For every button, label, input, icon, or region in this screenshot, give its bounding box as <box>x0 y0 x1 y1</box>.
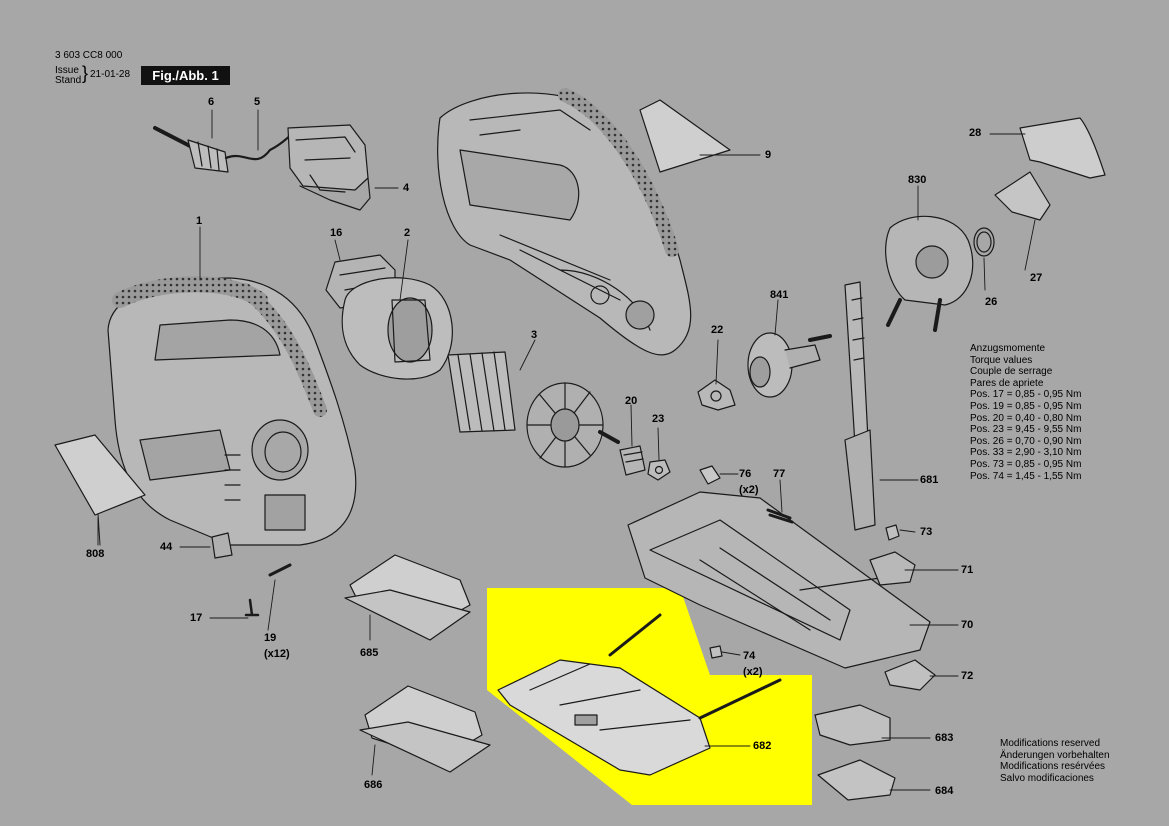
torque-line: Pos. 23 = 9,45 - 9,55 Nm <box>970 424 1082 436</box>
part-cable[interactable] <box>153 126 302 173</box>
figure-label: Fig./Abb. 1 <box>141 66 230 85</box>
part-684[interactable] <box>817 759 896 801</box>
part-number-684[interactable]: 684 <box>935 785 954 797</box>
part-number-76[interactable]: 76 <box>739 468 752 480</box>
modification-line: Salvo modificaciones <box>1000 772 1094 784</box>
part-number-74-qty: (x2) <box>743 666 763 678</box>
stand-label: Stand <box>55 75 82 86</box>
part-77[interactable] <box>766 508 794 524</box>
part-nut[interactable] <box>647 459 671 481</box>
leader-lines <box>97 109 1036 791</box>
part-gear-plate[interactable] <box>885 215 974 332</box>
part-number-686[interactable]: 686 <box>364 779 383 791</box>
part-number-808[interactable]: 808 <box>86 548 105 560</box>
part-number-70[interactable]: 70 <box>961 619 974 631</box>
part-number-76-qty: (x2) <box>739 484 759 496</box>
part-roller-holder[interactable] <box>697 379 736 411</box>
part-base-plate[interactable] <box>627 491 931 669</box>
part-73[interactable] <box>885 524 900 541</box>
part-number-22[interactable]: 22 <box>711 324 724 336</box>
part-71[interactable] <box>869 551 916 586</box>
part-field-coil[interactable] <box>325 254 453 380</box>
part-44[interactable] <box>211 532 233 559</box>
part-housing-shell[interactable] <box>437 88 692 356</box>
torque-line: Torque values <box>970 354 1033 366</box>
torque-line: Pos. 33 = 2,90 - 3,10 Nm <box>970 447 1082 459</box>
part-74[interactable] <box>709 645 723 659</box>
part-armature[interactable] <box>447 351 620 468</box>
part-number-44[interactable]: 44 <box>160 541 173 553</box>
part-number-3[interactable]: 3 <box>531 329 538 341</box>
part-72[interactable] <box>884 659 936 691</box>
part-number-841[interactable]: 841 <box>770 289 789 301</box>
modifications-notice: Modifications reserved Änderungen vorbeh… <box>1000 738 1110 784</box>
part-685[interactable] <box>344 554 471 641</box>
part-number-20[interactable]: 20 <box>625 395 638 407</box>
torque-line: Pos. 26 = 0,70 - 0,90 Nm <box>970 435 1082 447</box>
part-number-28[interactable]: 28 <box>969 127 982 139</box>
torque-line: Pos. 17 = 0,85 - 0,95 Nm <box>970 389 1082 401</box>
part-number-1[interactable]: 1 <box>196 215 203 227</box>
part-683[interactable] <box>814 704 891 746</box>
part-main-housing[interactable] <box>107 276 357 546</box>
issue-label: Issue <box>55 65 79 76</box>
part-switch[interactable] <box>287 124 371 211</box>
part-76[interactable] <box>699 465 721 485</box>
torque-line: Couple de serrage <box>970 366 1053 378</box>
issue-date: 21-01-28 <box>90 69 131 80</box>
part-17[interactable] <box>244 598 260 617</box>
part-19[interactable] <box>268 563 292 577</box>
part-label-9[interactable] <box>639 99 731 173</box>
part-number-683[interactable]: 683 <box>935 732 954 744</box>
part-number-2[interactable]: 2 <box>404 227 411 239</box>
part-number-27[interactable]: 27 <box>1030 272 1043 284</box>
part-number-19[interactable]: 19 <box>264 632 277 644</box>
torque-line: Pos. 73 = 0,85 - 0,95 Nm <box>970 458 1082 470</box>
header-brace: } <box>82 63 89 83</box>
modification-line: Änderungen vorbehalten <box>1000 749 1110 761</box>
part-number-682[interactable]: 682 <box>753 740 772 752</box>
part-number-17[interactable]: 17 <box>190 612 203 624</box>
part-number-830[interactable]: 830 <box>908 174 927 186</box>
part-number-26[interactable]: 26 <box>985 296 998 308</box>
issue-stand-label: Issue Stand <box>55 66 81 86</box>
part-number-72[interactable]: 72 <box>961 670 974 682</box>
part-oring[interactable] <box>973 227 995 257</box>
part-number-9[interactable]: 9 <box>765 149 772 161</box>
part-number-23[interactable]: 23 <box>652 413 665 425</box>
part-number-19-qty: (x12) <box>264 648 290 660</box>
part-eccentric[interactable] <box>747 332 832 398</box>
torque-values: Anzugsmomente Torque values Couple de se… <box>970 343 1081 482</box>
part-guide[interactable] <box>994 171 1051 221</box>
part-number-5[interactable]: 5 <box>254 96 261 108</box>
part-plunger[interactable] <box>844 281 876 531</box>
part-number-74[interactable]: 74 <box>743 650 756 662</box>
part-number-681[interactable]: 681 <box>920 474 939 486</box>
modification-line: Modifications reserved <box>1000 738 1101 749</box>
part-686[interactable] <box>359 685 491 773</box>
torque-line: Pares de apriete <box>970 377 1044 389</box>
part-number-4[interactable]: 4 <box>403 182 410 194</box>
part-number-6[interactable]: 6 <box>208 96 215 108</box>
part-number-71[interactable]: 71 <box>961 564 974 576</box>
part-cap[interactable] <box>1019 117 1106 179</box>
torque-line: Pos. 19 = 0,85 - 0,95 Nm <box>970 400 1082 412</box>
torque-line: Pos. 74 = 1,45 - 1,55 Nm <box>970 470 1082 482</box>
part-number-73[interactable]: 73 <box>920 526 933 538</box>
part-bearing[interactable] <box>619 445 646 476</box>
part-number-16[interactable]: 16 <box>330 227 343 239</box>
part-number-685[interactable]: 685 <box>360 647 379 659</box>
part-parallel-guide[interactable] <box>497 613 782 776</box>
torque-line: Pos. 20 = 0,40 - 0,80 Nm <box>970 412 1082 424</box>
document-number: 3 603 CC8 000 <box>55 50 123 61</box>
torque-line: Anzugsmomente <box>970 343 1046 354</box>
modification-line: Modifications resérvées <box>1000 761 1106 773</box>
part-number-77[interactable]: 77 <box>773 468 786 480</box>
